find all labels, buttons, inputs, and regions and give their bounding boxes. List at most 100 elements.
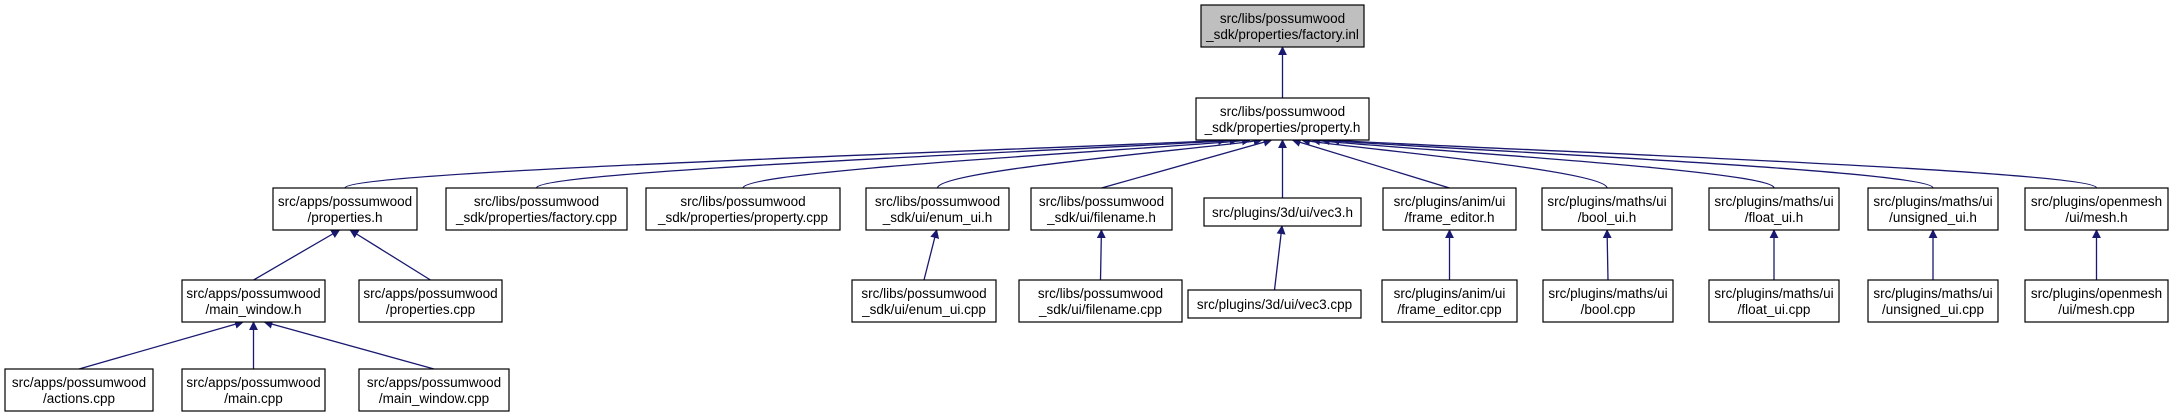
node-app_properties_cpp[interactable]: src/apps/possumwood/properties.cpp	[358, 279, 503, 323]
node-float_ui_h[interactable]: src/plugins/maths/ui/float_ui.h	[1708, 187, 1840, 231]
node-label-line: _sdk/ui/enum_ui.cpp	[861, 302, 986, 317]
edge-factory_cpp-to-property_h	[535, 136, 1239, 189]
node-label-line: src/plugins/openmesh	[2031, 194, 2162, 209]
node-vec3_h[interactable]: src/plugins/3d/ui/vec3.h	[1203, 197, 1362, 227]
node-label-line: src/apps/possumwood	[363, 286, 497, 301]
node-box	[1195, 97, 1370, 141]
node-app_properties_h[interactable]: src/apps/possumwood/properties.h	[272, 187, 418, 231]
node-label-line: src/plugins/maths/ui	[1548, 286, 1667, 301]
node-label-line: _sdk/ui/enum_ui.h	[882, 210, 993, 225]
edge-bool_ui_h-to-property_h	[1301, 136, 1608, 189]
node-label-line: src/libs/possumwood	[861, 286, 986, 301]
node-box	[1867, 187, 1999, 231]
node-box	[1541, 187, 1673, 231]
node-label-line: src/libs/possumwood	[1038, 286, 1163, 301]
node-label-line: /frame_editor.cpp	[1397, 302, 1501, 317]
node-label-line: /main_window.cpp	[379, 391, 489, 406]
node-box	[645, 187, 841, 231]
node-box	[445, 187, 628, 231]
node-main_window_h[interactable]: src/apps/possumwood/main_window.h	[181, 279, 326, 323]
node-factory_cpp[interactable]: src/libs/possumwood_sdk/properties/facto…	[445, 187, 628, 231]
node-label-line: /bool.cpp	[1581, 302, 1636, 317]
node-label-line: src/plugins/3d/ui/vec3.cpp	[1197, 297, 1352, 312]
node-main_cpp[interactable]: src/apps/possumwood/main.cpp	[181, 368, 326, 412]
node-box	[358, 368, 510, 412]
node-mesh_h[interactable]: src/plugins/openmesh/ui/mesh.h	[2024, 187, 2169, 231]
node-unsigned_ui_cpp[interactable]: src/plugins/maths/ui/unsigned_ui.cpp	[1867, 279, 1999, 323]
edge-main_window_h-to-app_properties_h	[253, 229, 341, 281]
node-label-line: /ui/mesh.cpp	[2058, 302, 2135, 317]
node-main_window_cpp[interactable]: src/apps/possumwood/main_window.cpp	[358, 368, 510, 412]
edges-layer	[78, 46, 2101, 370]
node-box	[181, 368, 326, 412]
edge-unsigned_ui_h-to-property_h	[1320, 136, 1934, 189]
node-factory_inl: src/libs/possumwood_sdk/properties/facto…	[1200, 4, 1365, 48]
node-label-line: src/plugins/maths/ui	[1714, 194, 1833, 209]
node-box	[358, 279, 503, 323]
node-label-line: /main.cpp	[224, 391, 283, 406]
node-unsigned_ui_h[interactable]: src/plugins/maths/ui/unsigned_ui.h	[1867, 187, 1999, 231]
node-label-line: _sdk/ui/filename.cpp	[1038, 302, 1162, 317]
node-frame_editor_cpp[interactable]: src/plugins/anim/ui/frame_editor.cpp	[1381, 279, 1518, 323]
node-actions_cpp[interactable]: src/apps/possumwood/actions.cpp	[4, 368, 154, 412]
node-frame_editor_h[interactable]: src/plugins/anim/ui/frame_editor.h	[1382, 187, 1517, 231]
node-enum_ui_cpp[interactable]: src/libs/possumwood_sdk/ui/enum_ui.cpp	[851, 279, 997, 323]
node-label-line: /float_ui.cpp	[1738, 302, 1811, 317]
node-box	[851, 279, 997, 323]
edge-vec3_cpp-to-vec3_h	[1273, 225, 1286, 291]
node-label-line: src/libs/possumwood	[1039, 194, 1164, 209]
node-mesh_cpp[interactable]: src/plugins/openmesh/ui/mesh.cpp	[2024, 279, 2169, 323]
node-label-line: src/plugins/anim/ui	[1394, 194, 1506, 209]
edge-app_properties_cpp-to-app_properties_h	[349, 229, 431, 281]
node-box	[1542, 279, 1674, 323]
node-label-line: /main_window.h	[205, 302, 301, 317]
node-box	[1200, 4, 1365, 48]
edge-app_properties_h-to-property_h	[344, 135, 1228, 189]
node-label-line: /bool_ui.h	[1578, 210, 1637, 225]
node-filename_h[interactable]: src/libs/possumwood_sdk/ui/filename.h	[1030, 187, 1173, 231]
node-label-line: src/apps/possumwood	[367, 375, 501, 390]
node-box	[272, 187, 418, 231]
node-box	[1708, 187, 1840, 231]
node-label-line: src/plugins/maths/ui	[1873, 286, 1992, 301]
node-bool_cpp[interactable]: src/plugins/maths/ui/bool.cpp	[1542, 279, 1674, 323]
node-box	[1030, 187, 1173, 231]
edge-property_cpp-to-property_h	[742, 136, 1252, 189]
node-filename_cpp[interactable]: src/libs/possumwood_sdk/ui/filename.cpp	[1018, 279, 1183, 323]
node-label-line: src/libs/possumwood	[1220, 11, 1345, 26]
node-label-line: src/plugins/maths/ui	[1547, 194, 1666, 209]
node-box	[2024, 279, 2169, 323]
node-label-line: _sdk/properties/property.cpp	[657, 210, 828, 225]
node-property_cpp[interactable]: src/libs/possumwood_sdk/properties/prope…	[645, 187, 841, 231]
node-label-line: /unsigned_ui.h	[1889, 210, 1977, 225]
edge-mesh_h-to-property_h	[1330, 136, 2098, 189]
node-label-line: src/apps/possumwood	[186, 375, 320, 390]
node-label-line: /float_ui.h	[1745, 210, 1804, 225]
node-label-line: /ui/mesh.h	[2065, 210, 2127, 225]
node-vec3_cpp[interactable]: src/plugins/3d/ui/vec3.cpp	[1187, 289, 1362, 319]
node-box	[1382, 187, 1517, 231]
node-box	[1187, 289, 1362, 319]
node-label-line: src/libs/possumwood	[680, 194, 805, 209]
edge-filename_cpp-to-filename_h	[1096, 229, 1106, 281]
node-box	[181, 279, 326, 323]
node-property_h[interactable]: src/libs/possumwood_sdk/properties/prope…	[1195, 97, 1370, 141]
nodes-layer: src/libs/possumwood_sdk/properties/facto…	[4, 4, 2169, 412]
node-label-line: src/plugins/anim/ui	[1394, 286, 1506, 301]
node-label-line: /properties.h	[307, 210, 382, 225]
node-label-line: src/libs/possumwood	[875, 194, 1000, 209]
node-label-line: src/apps/possumwood	[278, 194, 412, 209]
node-box	[865, 187, 1010, 231]
node-box	[4, 368, 154, 412]
node-box	[1867, 279, 1999, 323]
node-label-line: src/apps/possumwood	[12, 375, 146, 390]
node-label-line: src/libs/possumwood	[474, 194, 599, 209]
node-float_ui_cpp[interactable]: src/plugins/maths/ui/float_ui.cpp	[1708, 279, 1840, 323]
node-enum_ui_h[interactable]: src/libs/possumwood_sdk/ui/enum_ui.h	[865, 187, 1010, 231]
node-bool_ui_h[interactable]: src/plugins/maths/ui/bool_ui.h	[1541, 187, 1673, 231]
edge-enum_ui_h-to-property_h	[936, 136, 1263, 189]
node-box	[1203, 197, 1362, 227]
node-label-line: src/apps/possumwood	[186, 286, 320, 301]
node-label-line: /frame_editor.h	[1404, 210, 1494, 225]
